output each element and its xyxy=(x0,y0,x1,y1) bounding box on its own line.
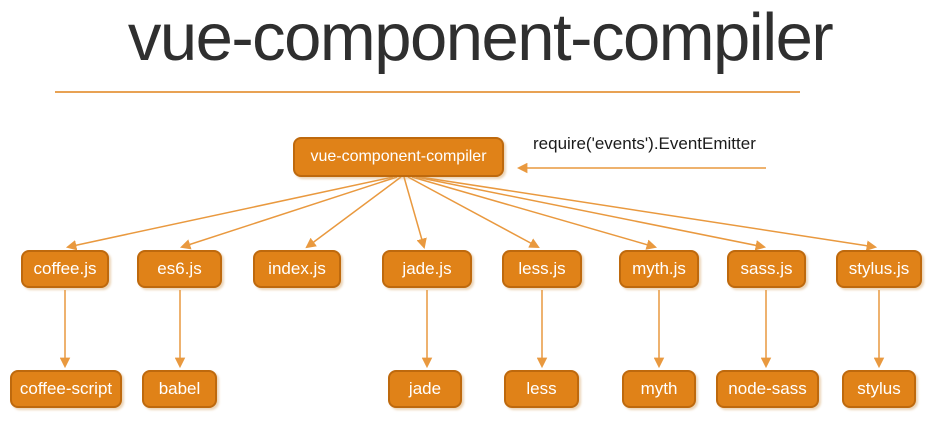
loader-to-dependency-arrows xyxy=(59,290,885,369)
root-to-loader-arrows xyxy=(65,176,878,251)
arrow-root-to-less-js xyxy=(407,176,540,248)
arrow-root-to-stylus-js xyxy=(419,176,878,251)
node-vue-component-compiler: vue-component-compiler xyxy=(293,137,504,177)
node-es6-js: es6.js xyxy=(137,250,222,288)
page-title: vue-component-compiler xyxy=(127,0,834,75)
arrow-root-to-sass-js xyxy=(415,176,767,251)
title-underline xyxy=(55,91,800,93)
node-stylus-js: stylus.js xyxy=(836,250,922,288)
node-myth-js: myth.js xyxy=(619,250,699,288)
node-myth: myth xyxy=(622,370,696,408)
node-coffee-js: coffee.js xyxy=(21,250,109,288)
arrow-root-to-jade-js xyxy=(403,176,427,250)
node-stylus: stylus xyxy=(842,370,916,408)
event-emitter-annotation: require('events').EventEmitter xyxy=(533,134,756,153)
arrow-root-to-es6-js xyxy=(180,176,398,250)
node-less-js: less.js xyxy=(502,250,582,288)
node-index-js: index.js xyxy=(253,250,341,288)
node-babel: babel xyxy=(142,370,217,408)
node-node-sass: node-sass xyxy=(716,370,819,408)
arrow-root-to-index-js xyxy=(305,176,402,249)
arrow-root-to-myth-js xyxy=(411,176,658,250)
node-less: less xyxy=(504,370,579,408)
node-jade: jade xyxy=(388,370,462,408)
node-sass-js: sass.js xyxy=(727,250,806,288)
arrow-root-to-coffee-js xyxy=(65,176,394,251)
node-coffee-script: coffee-script xyxy=(10,370,122,408)
node-jade-js: jade.js xyxy=(382,250,472,288)
